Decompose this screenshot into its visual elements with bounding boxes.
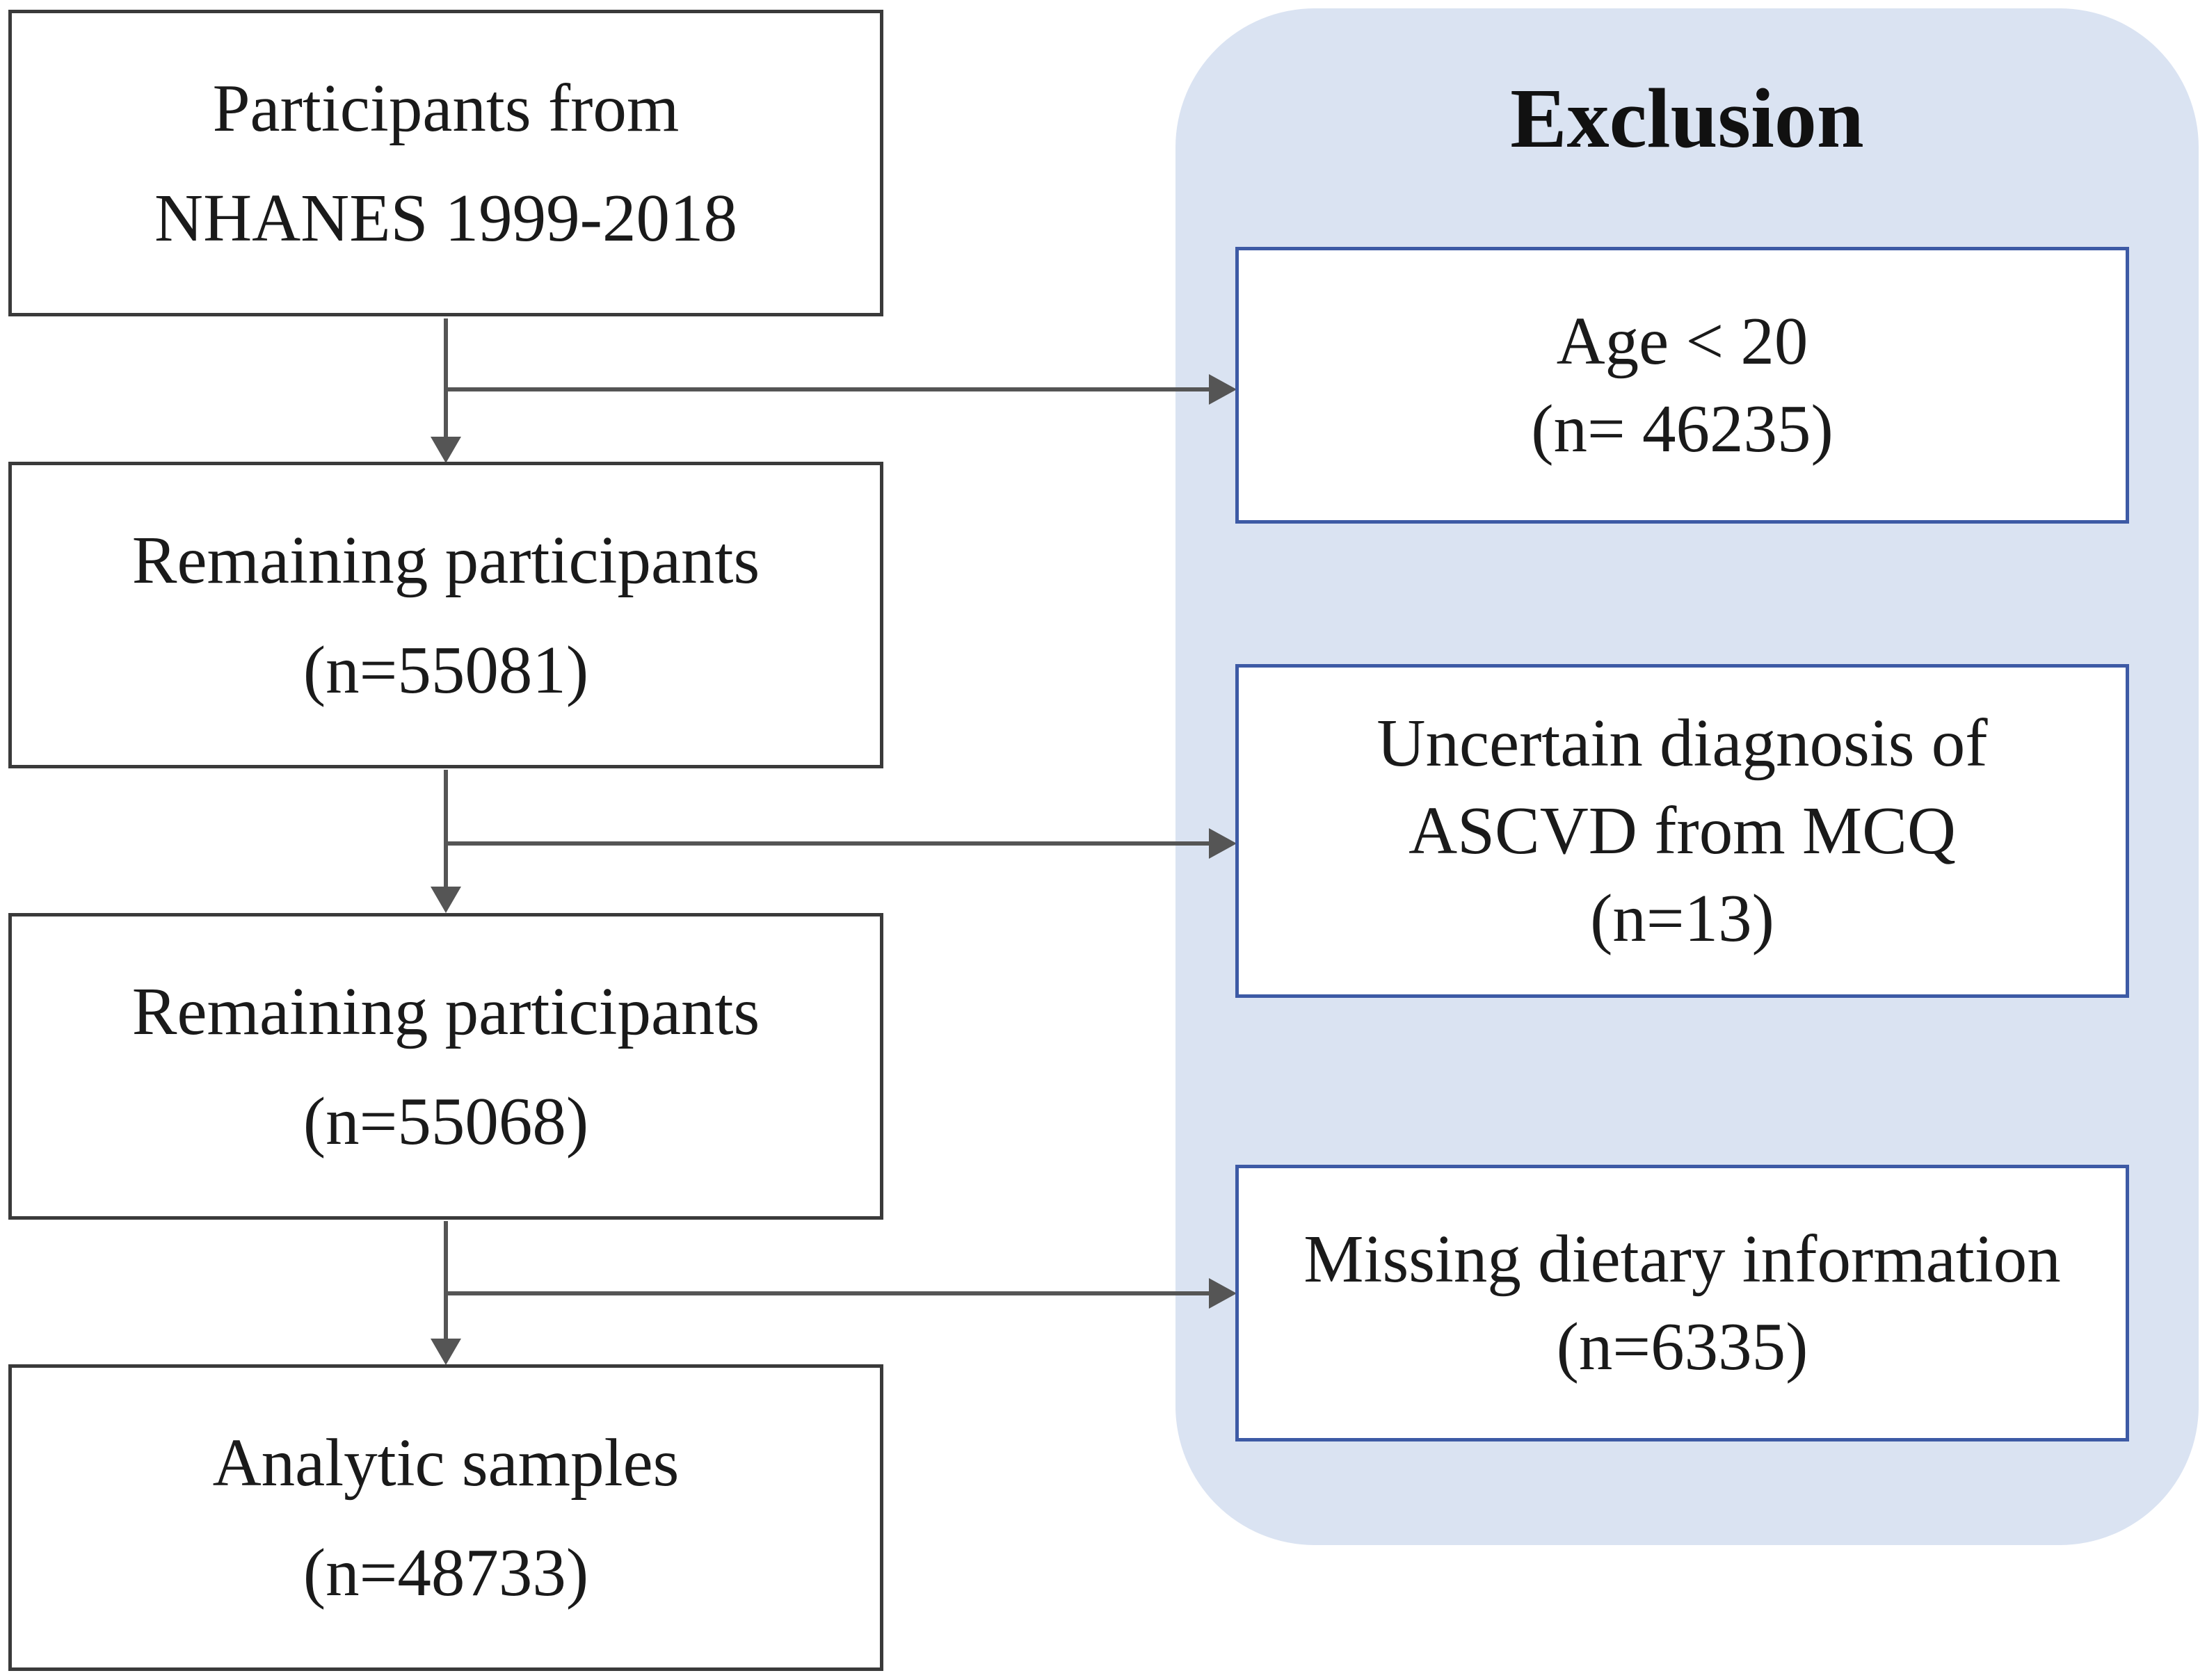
arrow-exclusion-3-head <box>1209 1278 1237 1309</box>
exclusion-2-line-1: Uncertain diagnosis of <box>1377 705 1988 780</box>
step-3-line-2: (n=55068) <box>303 1083 589 1158</box>
step-2-line-2: (n=55081) <box>303 632 589 707</box>
step-1-line-2: NHANES 1999-2018 <box>154 180 737 255</box>
step-4-line-1: Analytic samples <box>212 1425 680 1501</box>
exclusion-2-line-3: (n=13) <box>1590 881 1774 956</box>
exclusion-title: Exclusion <box>1510 72 1864 165</box>
arrow-exclusion-1-head <box>1209 374 1237 405</box>
step-remaining-participants-1: Remaining participants (n=55081) <box>8 462 883 768</box>
step-3-line-1: Remaining participants <box>131 974 760 1049</box>
exclusion-missing-dietary: Missing dietary information (n=6335) <box>1235 1165 2129 1441</box>
step-4-line-2: (n=48733) <box>303 1535 589 1610</box>
exclusion-age: Age < 20 (n= 46235) <box>1235 247 2129 524</box>
step-analytic-samples: Analytic samples (n=48733) <box>8 1364 883 1671</box>
exclusion-3-line-1: Missing dietary information <box>1303 1221 2061 1296</box>
exclusion-2-line-2: ASCVD from MCQ <box>1409 793 1956 868</box>
exclusion-3-line-2: (n=6335) <box>1556 1309 1808 1384</box>
step-participants-nhanes: Participants from NHANES 1999-2018 <box>8 10 883 316</box>
arrow-exclusion-2-head <box>1209 828 1237 859</box>
arrow-step2-head <box>431 887 461 913</box>
exclusion-1-line-1: Age < 20 <box>1556 303 1808 378</box>
exclusion-uncertain-ascvd: Uncertain diagnosis of ASCVD from MCQ (n… <box>1235 664 2129 998</box>
step-2-line-1: Remaining participants <box>131 523 760 598</box>
arrow-step3-head <box>431 1339 461 1365</box>
step-remaining-participants-2: Remaining participants (n=55068) <box>8 913 883 1220</box>
arrow-step1-head <box>431 437 461 463</box>
exclusion-1-line-2: (n= 46235) <box>1531 391 1833 466</box>
step-1-line-1: Participants from <box>212 71 680 146</box>
